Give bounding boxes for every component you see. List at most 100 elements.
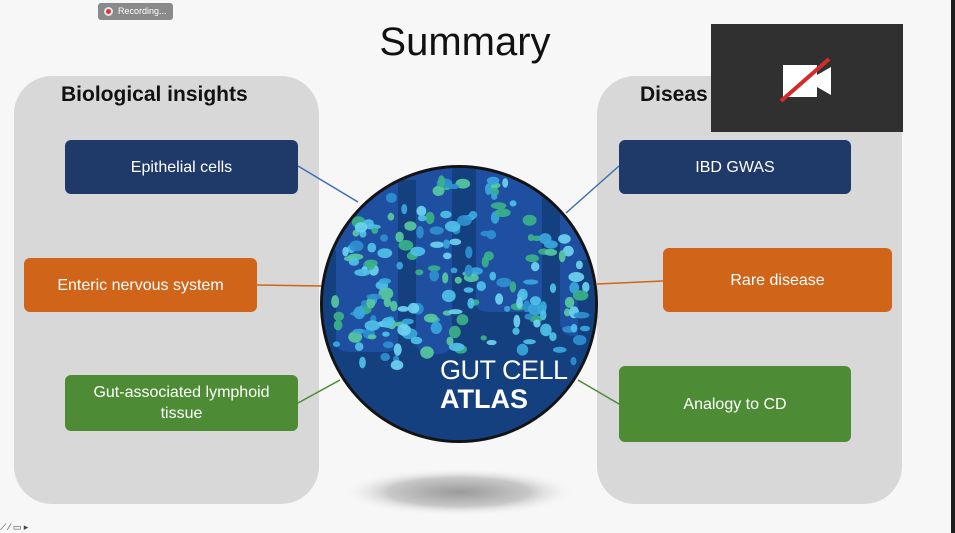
box-gut-associated-lymphoid-tissue: Gut-associated lymphoid tissue	[65, 375, 298, 431]
cell-mark	[442, 239, 450, 249]
cell-mark	[558, 250, 566, 263]
cell-mark	[569, 282, 580, 294]
cell-mark	[558, 234, 571, 244]
cell-mark	[579, 325, 591, 332]
cell-mark	[523, 339, 536, 345]
annotation-tools-icon[interactable]: ⟋ ⁄ ▭ ▸	[0, 522, 29, 532]
cell-mark	[530, 296, 541, 306]
cell-mark	[540, 323, 552, 337]
cell-mark	[378, 287, 394, 300]
cell-mark	[333, 320, 343, 331]
cell-mark	[450, 267, 458, 274]
cell-mark	[572, 290, 589, 301]
cell-mark	[486, 339, 497, 346]
cell-mark	[348, 257, 360, 266]
cell-mark	[381, 317, 395, 328]
cell-mark	[398, 240, 414, 251]
connector-rare	[596, 280, 664, 285]
recording-indicator[interactable]: Recording...	[98, 3, 173, 20]
cell-mark	[380, 352, 391, 362]
cell-mark	[480, 335, 487, 341]
cell-mark	[512, 327, 520, 335]
cell-mark	[468, 210, 478, 219]
cell-mark	[377, 248, 393, 258]
cell-mark	[423, 313, 438, 323]
cell-mark	[378, 278, 392, 285]
box-rare-disease: Rare disease	[663, 248, 892, 312]
cell-mark	[342, 246, 349, 257]
cell-mark	[513, 314, 521, 328]
cell-mark	[352, 328, 366, 334]
cell-mark	[527, 234, 535, 242]
box-ibd-gwas: IBD GWAS	[619, 140, 851, 194]
cell-mark	[354, 222, 368, 233]
cell-mark	[573, 335, 587, 346]
cell-mark	[516, 343, 529, 356]
right-panel-heading: Diseas	[640, 83, 708, 106]
cell-mark	[549, 332, 557, 342]
cell-mark	[382, 341, 394, 349]
cell-mark	[564, 308, 571, 317]
cell-mark	[533, 319, 541, 328]
cell-mark	[440, 210, 452, 219]
cell-mark	[367, 334, 377, 340]
cell-mark	[416, 226, 424, 239]
cell-mark	[430, 241, 445, 248]
cell-mark	[484, 251, 494, 261]
cell-mark	[396, 261, 404, 270]
cell-mark	[454, 276, 462, 284]
cell-mark	[446, 336, 454, 346]
cell-mark	[485, 183, 492, 195]
cell-mark	[443, 252, 452, 260]
cell-mark	[448, 325, 461, 339]
cell-mark	[429, 269, 440, 282]
cell-mark	[441, 289, 456, 303]
cell-mark	[448, 342, 465, 352]
box-epithelial-cells: Epithelial cells	[65, 140, 298, 194]
cell-mark	[331, 295, 340, 308]
cell-mark	[496, 277, 512, 288]
cell-mark	[490, 202, 507, 210]
cell-mark	[467, 297, 475, 309]
record-dot-icon	[104, 7, 113, 16]
cell-mark	[397, 306, 409, 312]
atlas-title-line2: ATLAS	[440, 384, 528, 414]
cell-mark	[486, 176, 500, 185]
cell-mark	[432, 185, 445, 197]
cell-mark	[562, 245, 574, 257]
cell-mark	[494, 208, 511, 218]
cell-mark	[448, 183, 460, 190]
cell-mark	[387, 212, 395, 221]
cell-mark	[570, 323, 578, 333]
cell-mark	[495, 293, 504, 305]
cell-mark	[524, 313, 533, 320]
cell-mark	[393, 343, 402, 356]
cell-mark	[464, 264, 473, 277]
cell-mark	[348, 331, 363, 343]
cell-mark	[401, 203, 408, 215]
cell-mark	[355, 342, 364, 351]
cell-mark	[509, 200, 517, 207]
cell-mark	[390, 360, 404, 371]
left-panel-heading: Biological insights	[61, 83, 248, 106]
cell-mark	[390, 300, 398, 312]
cell-mark	[383, 297, 392, 308]
cell-mark	[465, 246, 473, 259]
cell-mark	[552, 346, 567, 353]
cell-mark	[353, 306, 366, 320]
cell-mark	[522, 214, 537, 226]
cell-mark	[449, 238, 462, 246]
cell-mark	[367, 242, 377, 253]
cell-mark	[404, 221, 417, 231]
cell-mark	[573, 311, 590, 319]
cell-mark	[371, 227, 379, 234]
cell-mark	[395, 231, 404, 243]
cell-mark	[429, 226, 444, 235]
cell-mark	[476, 281, 486, 292]
cell-mark	[364, 320, 380, 331]
cell-mark	[349, 240, 364, 252]
cell-mark	[582, 281, 590, 293]
atlas-title: GUT CELL ATLAS	[440, 356, 568, 414]
